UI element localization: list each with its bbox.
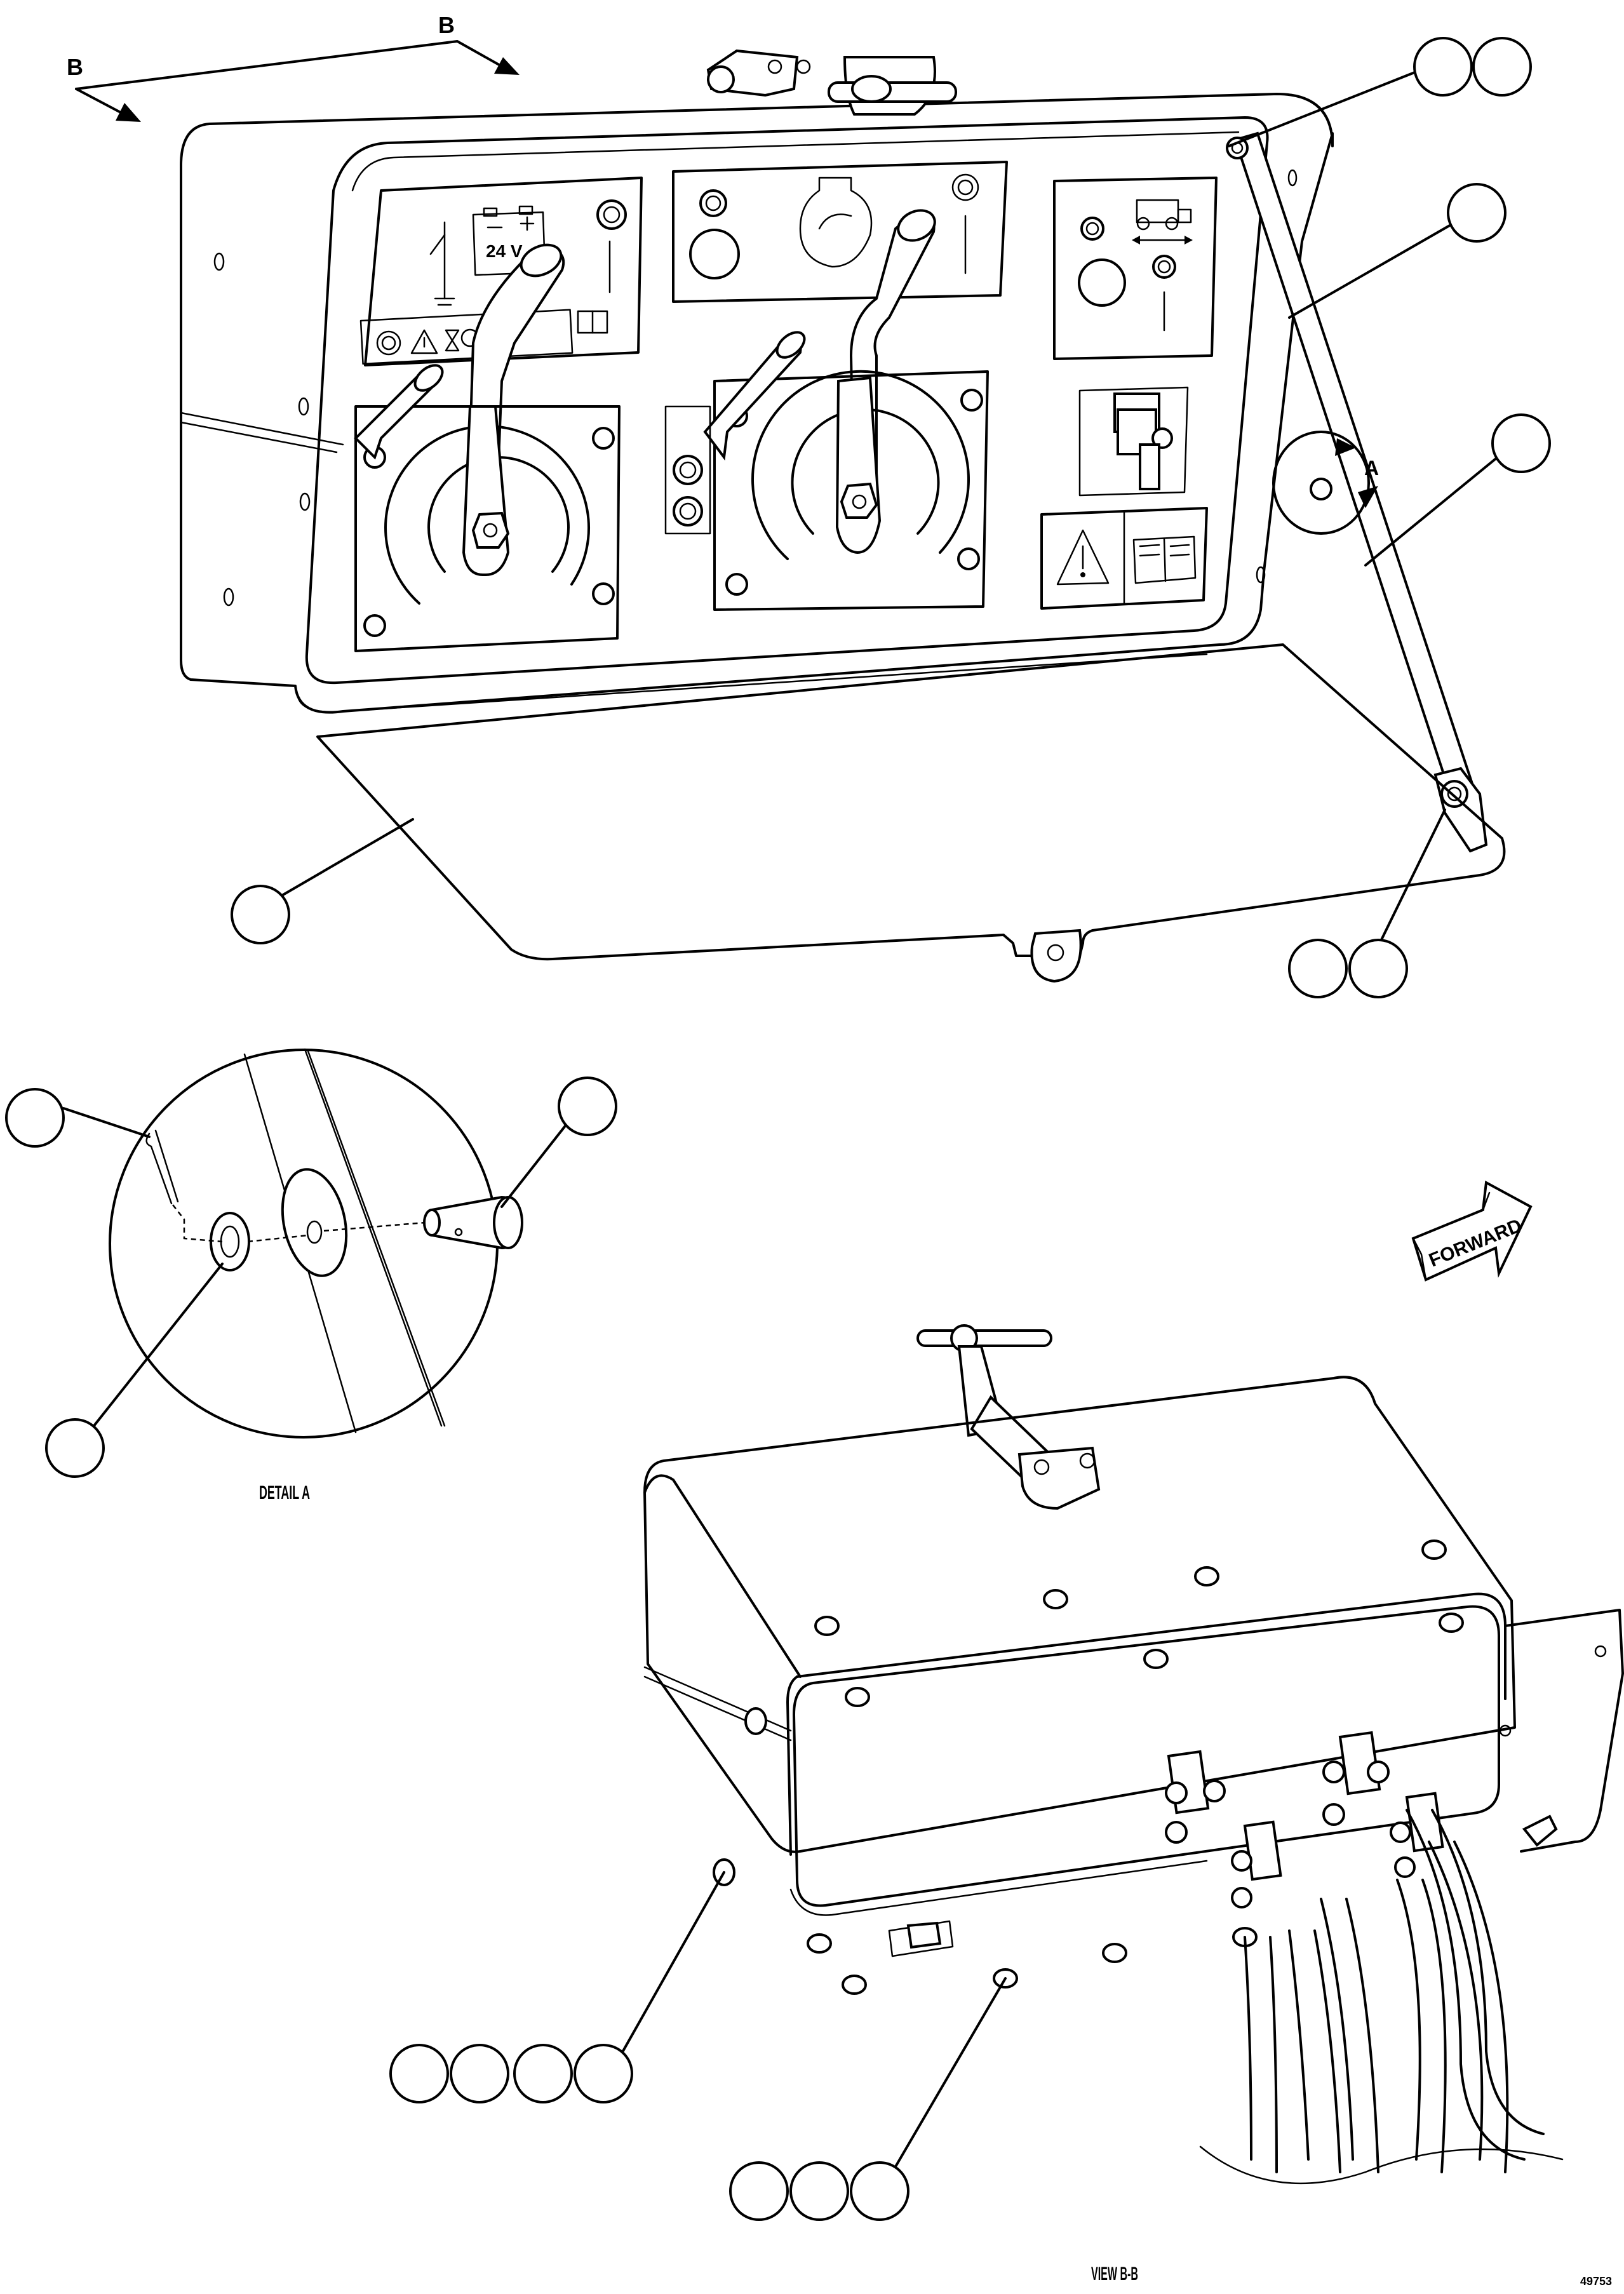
- callout-balloon: [1472, 37, 1532, 97]
- callout-balloon: [1491, 413, 1551, 473]
- callout-balloon: [850, 2161, 909, 2221]
- detail-caption: DETAIL A: [259, 1482, 310, 1503]
- double-arrow-icon: [1132, 236, 1193, 245]
- manual-book-icon: [1132, 535, 1197, 584]
- hourglass-icon: [445, 329, 460, 352]
- detail-a: DETAIL A: [5, 1048, 617, 1503]
- callout-balloon: [1447, 183, 1507, 243]
- hydraulic-hoses: [1199, 1809, 1564, 2185]
- callout-balloon: [729, 2161, 789, 2221]
- detail-mark-a: A: [1364, 457, 1379, 480]
- callout-balloon: [513, 2044, 573, 2103]
- callout-balloon: [231, 885, 290, 944]
- truck-icon: [1136, 199, 1192, 231]
- callout-balloon: [45, 1418, 105, 1478]
- view-caption: VIEW B-B: [1091, 2264, 1138, 2284]
- view-mark-left: B: [67, 54, 83, 80]
- callout-balloon: [558, 1077, 617, 1136]
- view-mark-top: B: [438, 12, 455, 38]
- callout-balloon: [5, 1088, 65, 1148]
- forward-arrow: FORWARD: [1411, 1180, 1533, 1282]
- section-marker-b-b: B B: [67, 12, 520, 122]
- callout-balloon: [789, 2161, 849, 2221]
- callout-balloon: [1288, 939, 1348, 998]
- warning-triangle-icon: [1056, 529, 1110, 586]
- callout-balloon: [1413, 37, 1473, 97]
- callout-balloon: [574, 2044, 633, 2103]
- manual-book-icon: [577, 310, 608, 334]
- callouts-front: [231, 37, 1551, 998]
- callout-balloon: [1348, 939, 1408, 998]
- control-box-front: 24 V: [180, 49, 1506, 983]
- callout-balloon: [450, 2044, 509, 2103]
- callout-balloon: [389, 2044, 449, 2103]
- view-b-b: VIEW B-B: [389, 1324, 1624, 2284]
- warning-triangle-icon: [410, 329, 438, 354]
- drawing-number: 49753: [1580, 2275, 1612, 2288]
- battery-voltage-label: 24 V: [486, 241, 523, 261]
